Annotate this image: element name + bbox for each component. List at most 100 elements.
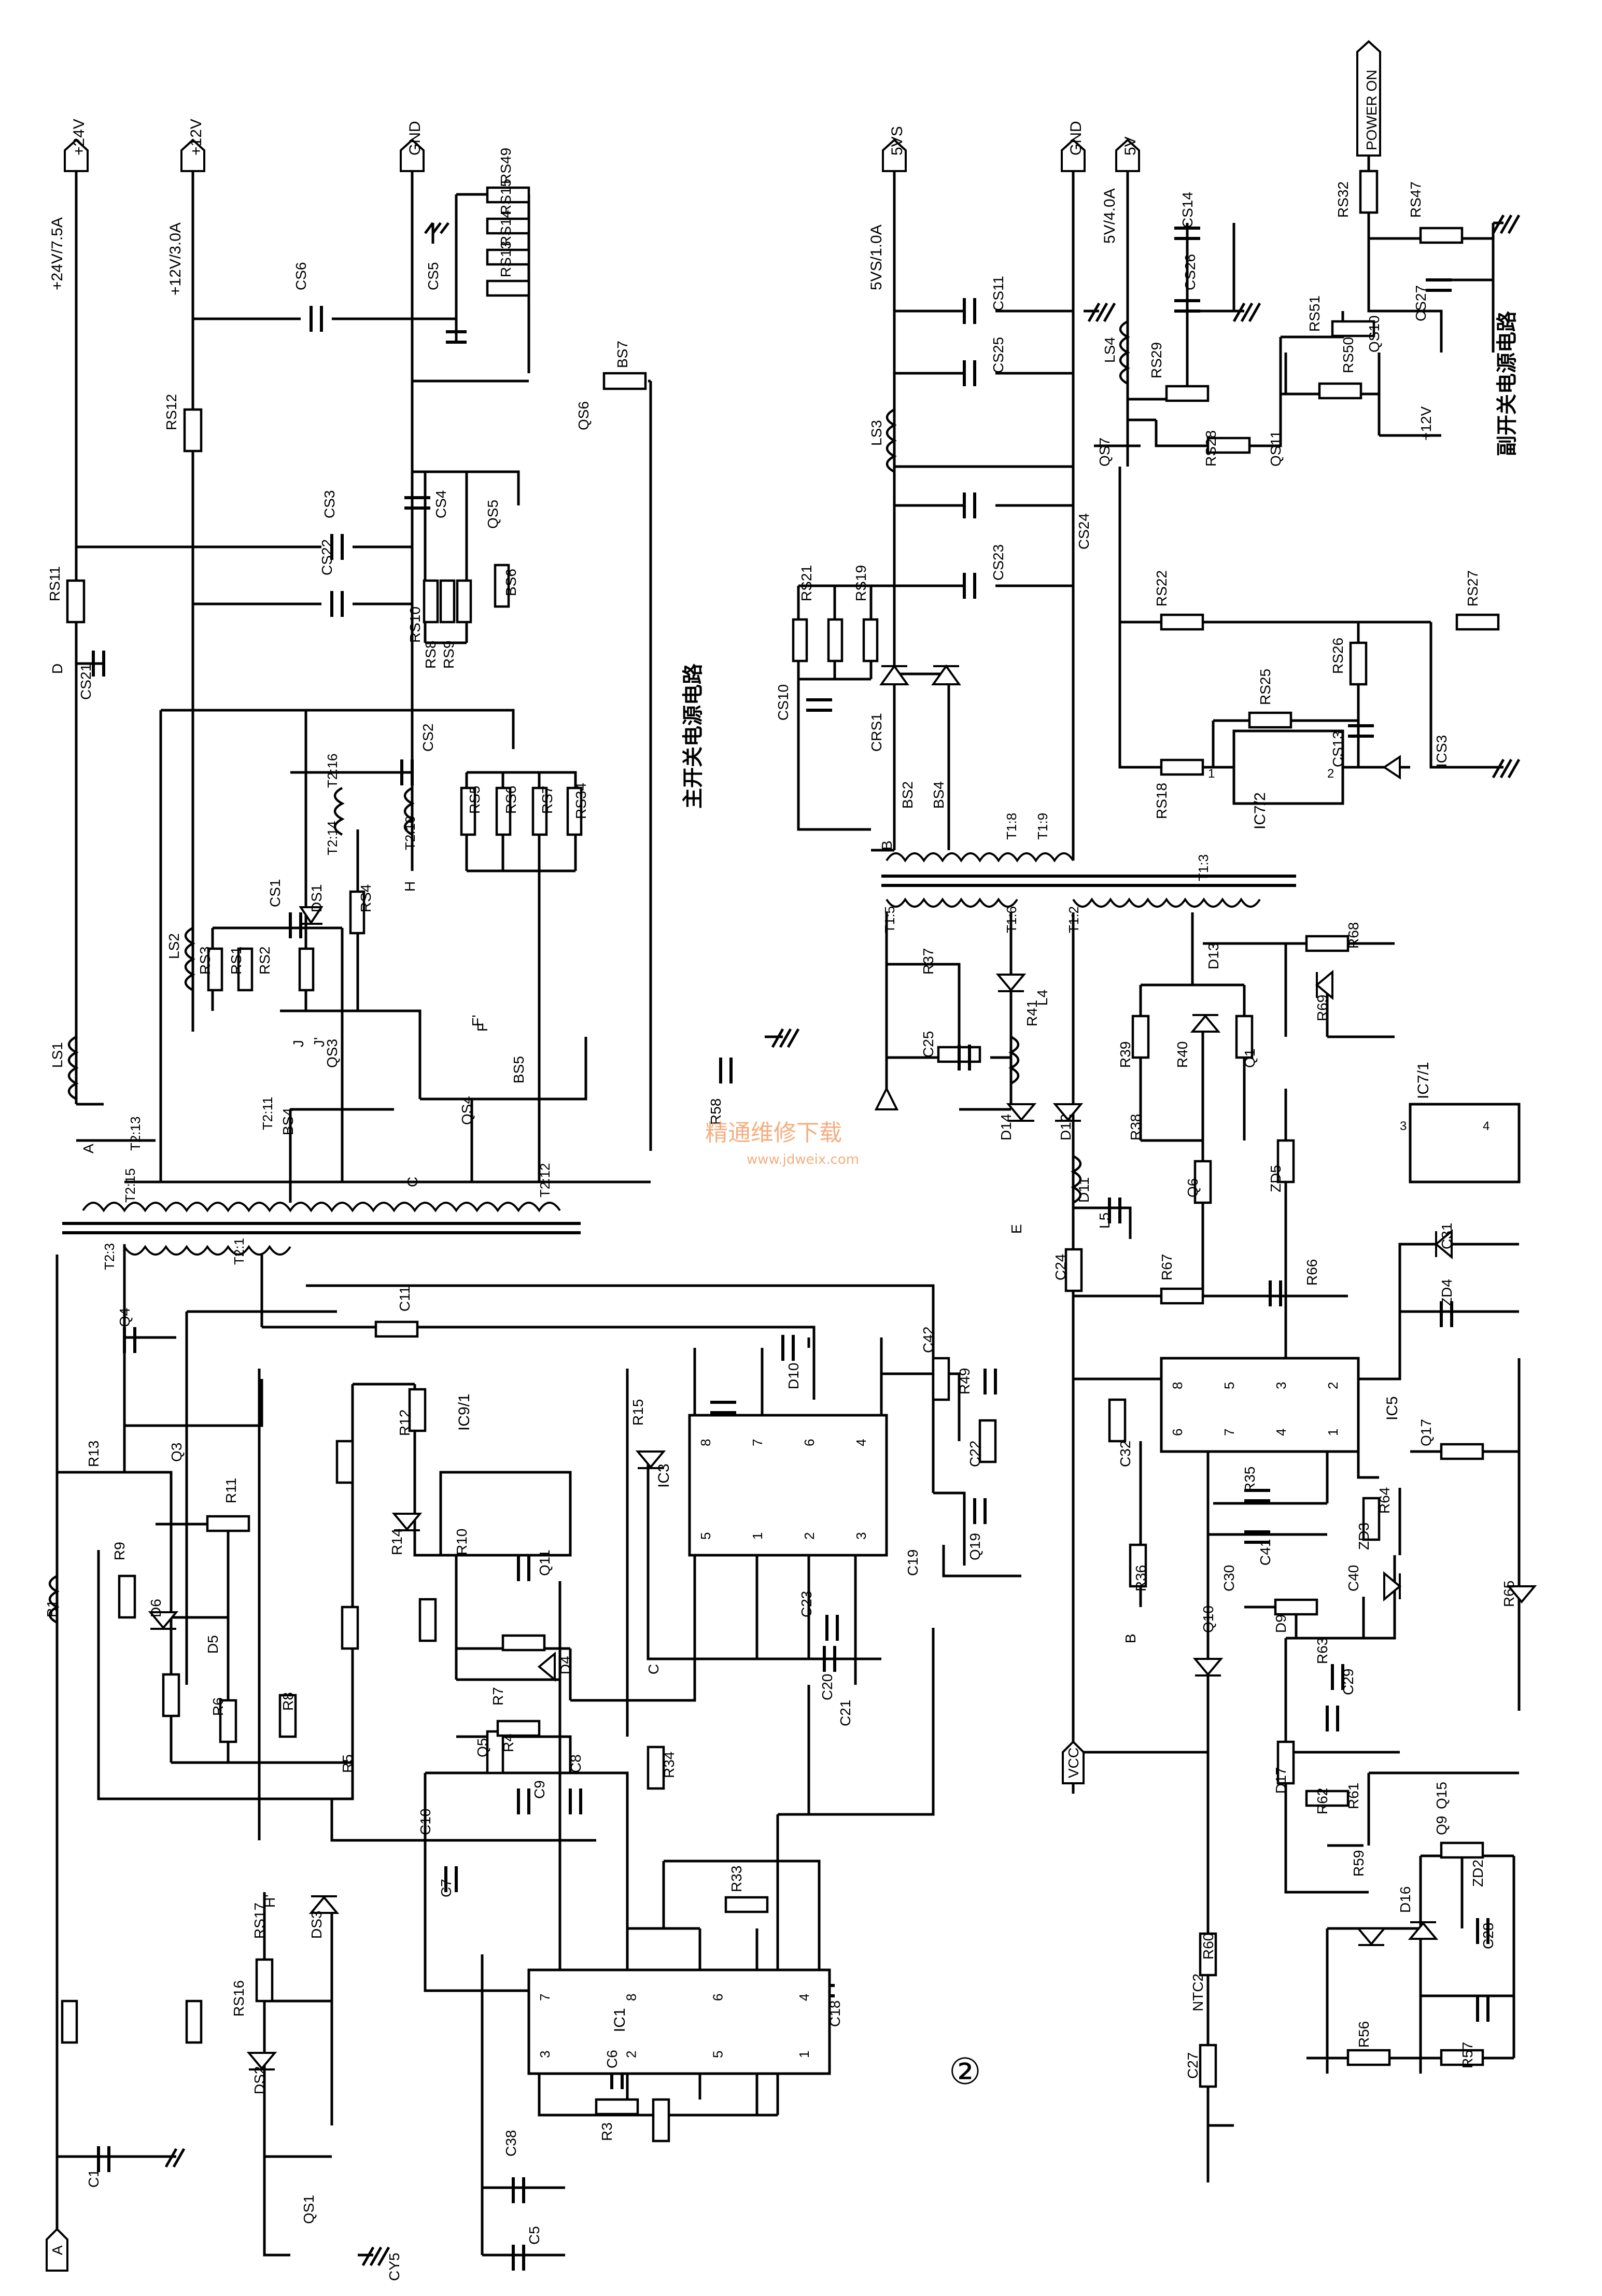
component-label: CS3 bbox=[321, 490, 338, 518]
component-label: BS7 bbox=[614, 341, 630, 368]
component-label: R7 bbox=[490, 1687, 506, 1706]
component-label: RS4 bbox=[358, 884, 374, 912]
component-label: CS6 bbox=[293, 262, 309, 290]
component-label: RS19 bbox=[853, 565, 869, 601]
ic-pin-label: 1 bbox=[796, 2051, 812, 2058]
component-label: QS7 bbox=[1097, 438, 1113, 467]
ic3-package bbox=[688, 1414, 888, 1557]
connector-label: H bbox=[402, 881, 418, 892]
rail-label-pon: POWER ON bbox=[1364, 69, 1380, 150]
component-label: RS14 bbox=[498, 210, 514, 246]
connector-label: F bbox=[474, 1023, 490, 1032]
component-label: R11 bbox=[223, 1478, 239, 1503]
connector-label: A bbox=[49, 2245, 65, 2255]
connector-label: E bbox=[1008, 1224, 1024, 1234]
component-label: RS25 bbox=[1257, 669, 1273, 705]
ic-label: IC1 bbox=[611, 2008, 628, 2032]
component-label: RS16 bbox=[231, 1980, 247, 2017]
component-label: CS24 bbox=[1076, 513, 1092, 550]
component-label: R49 bbox=[957, 1368, 973, 1394]
component-label: R60 bbox=[1200, 1933, 1216, 1960]
component-label: R40 bbox=[1174, 1041, 1190, 1068]
transformer-tap-label: T1:8 bbox=[1004, 813, 1019, 840]
component-label: C31 bbox=[1439, 1223, 1455, 1249]
transformer-tap-label: T2:11 bbox=[260, 1096, 275, 1130]
rail-label-p5vs: 5VS bbox=[889, 126, 906, 156]
component-label: L4 bbox=[1034, 990, 1050, 1006]
component-label: RS18 bbox=[1154, 783, 1170, 819]
transformer-tap-label: T2:12 bbox=[537, 1163, 553, 1198]
component-label: QS1 bbox=[301, 2195, 317, 2224]
ic-pin-label: 6 bbox=[802, 1439, 817, 1446]
component-label: Q1 bbox=[1242, 1049, 1258, 1068]
component-label: RS12 bbox=[163, 394, 179, 430]
component-label: CS21 bbox=[78, 664, 94, 700]
ic-pin-label: 3 bbox=[1273, 1382, 1289, 1389]
component-label: CS13 bbox=[1330, 731, 1346, 767]
component-label: ICS3 bbox=[1434, 735, 1450, 767]
component-label: C23 bbox=[798, 1591, 814, 1617]
component-label: RS21 bbox=[798, 565, 814, 601]
component-label: CS23 bbox=[990, 544, 1006, 581]
component-label: RS6 bbox=[503, 786, 519, 814]
component-label: ZD3 bbox=[1356, 1523, 1372, 1550]
component-label: L5 bbox=[1097, 1213, 1113, 1229]
component-label: C40 bbox=[1345, 1565, 1361, 1591]
rail-label-gnd1: GND bbox=[406, 121, 424, 156]
component-label: C5 bbox=[526, 2226, 542, 2245]
component-label: D4 bbox=[557, 1656, 573, 1674]
component-label: RS22 bbox=[1154, 570, 1170, 607]
connector-label: VCC bbox=[1065, 1748, 1081, 1778]
component-label: C8 bbox=[568, 1754, 584, 1773]
pin-label: 2 bbox=[1327, 767, 1334, 781]
transformer-t2 bbox=[62, 1202, 581, 1256]
component-label: RS34 bbox=[573, 783, 589, 819]
component-label: RS5 bbox=[467, 786, 483, 814]
component-label: R69 bbox=[1314, 995, 1330, 1021]
component-label: RS50 bbox=[1340, 337, 1356, 373]
primary-left-wires bbox=[55, 1244, 1021, 2260]
ic-label: IC7/2 bbox=[1252, 792, 1269, 829]
component-label: Q17 bbox=[1418, 1419, 1434, 1446]
component-label: R66 bbox=[1304, 1259, 1320, 1286]
component-label: BS5 bbox=[511, 1056, 527, 1083]
component-label: C42 bbox=[920, 1327, 936, 1353]
ic-packages bbox=[439, 729, 1521, 2075]
main-psu-title: 主开关电源电路 bbox=[682, 663, 705, 809]
component-label: C41 bbox=[1257, 1539, 1273, 1566]
component-label: R57 bbox=[1459, 2042, 1475, 2068]
component-label: QS3 bbox=[324, 1039, 340, 1068]
component-label: Q6 bbox=[1185, 1178, 1201, 1198]
component-label: R3 bbox=[599, 2122, 615, 2141]
component-label: CS25 bbox=[990, 337, 1006, 373]
rail-labels: +24V +24V/7.5A +12V +12V/3.0A GND 5VS 5V… bbox=[49, 69, 1380, 295]
component-label: BS4 bbox=[280, 1108, 296, 1135]
watermark-url: www.jdweix.com bbox=[747, 1152, 859, 1167]
component-label: D17 bbox=[1273, 1767, 1289, 1794]
node-label: B bbox=[879, 840, 895, 850]
ic-pin-label: 4 bbox=[853, 1439, 869, 1446]
component-label: D11 bbox=[1076, 1177, 1092, 1203]
inductors bbox=[48, 320, 1130, 1624]
component-label: LS1 bbox=[49, 1042, 65, 1068]
component-label: R59 bbox=[1351, 1850, 1367, 1877]
component-label: R64 bbox=[1376, 1487, 1393, 1514]
pin-label: 4 bbox=[1483, 1119, 1489, 1133]
ic-label: IC5 bbox=[1384, 1396, 1401, 1420]
component-label: R13 bbox=[86, 1441, 102, 1467]
ic-pin-label: 2 bbox=[802, 1532, 817, 1540]
rail-spec-p5v: 5V/4.0A bbox=[1101, 188, 1118, 244]
ic1-package bbox=[527, 1968, 831, 2075]
component-label: DS2 bbox=[251, 2066, 268, 2094]
component-label: RS51 bbox=[1306, 295, 1323, 332]
component-label: RS3 bbox=[197, 947, 213, 975]
component-label: CRS1 bbox=[868, 713, 884, 752]
ic-label: IC9/1 bbox=[456, 1393, 473, 1431]
component-label: ZD5 bbox=[1268, 1165, 1284, 1192]
component-label: CS4 bbox=[433, 490, 449, 518]
component-label: RS49 bbox=[498, 148, 514, 184]
transformer-tap-label: T2:13 bbox=[128, 1117, 143, 1151]
main-psu-secondary-wires bbox=[75, 171, 652, 1203]
